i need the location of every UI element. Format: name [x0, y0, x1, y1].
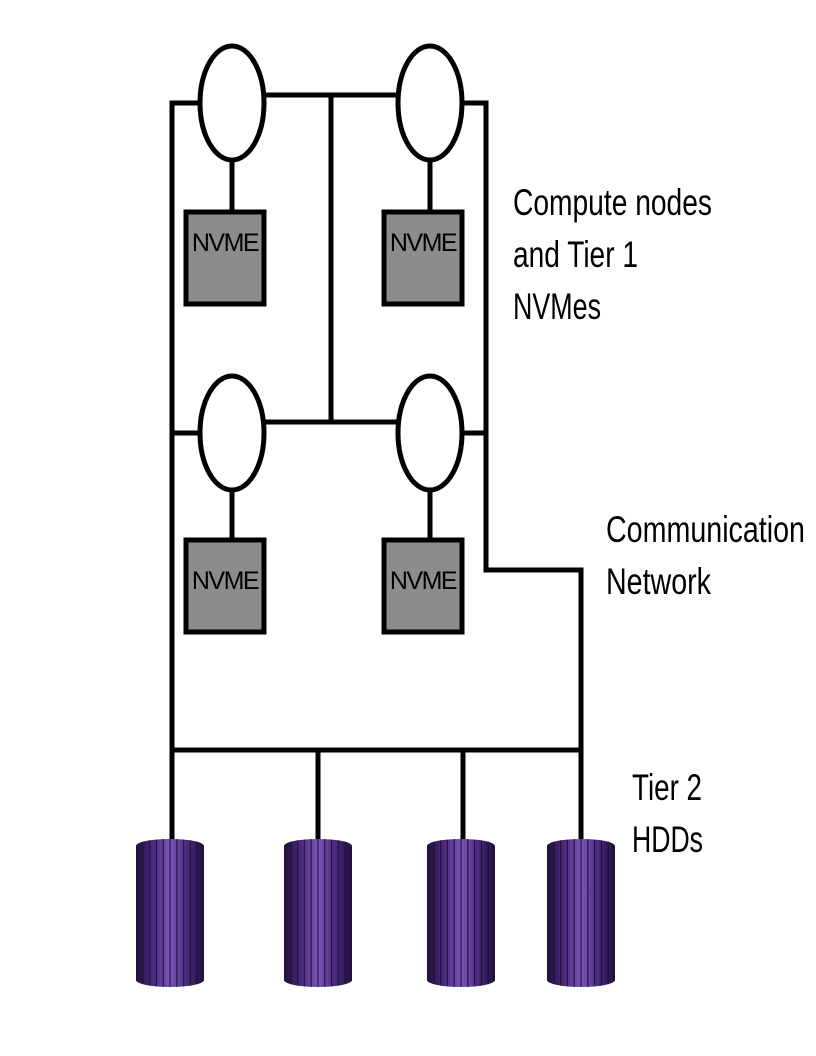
- caption-network-line-1: Communication: [606, 509, 805, 550]
- tier2-hdds: [136, 839, 615, 987]
- compute-nodes: [197, 43, 465, 493]
- hdd-1: [136, 839, 204, 987]
- compute-node-top-right: [395, 43, 465, 163]
- caption-network-line-2: Network: [606, 561, 711, 602]
- nvme-box-3: [183, 537, 267, 635]
- nvme-box-4: [381, 537, 465, 635]
- tier1-nvmes: NVME NVME NVME NVME: [183, 209, 465, 635]
- caption-compute-line-1: Compute nodes: [513, 182, 712, 223]
- caption-tier2-line-2: HDDs: [632, 819, 703, 860]
- compute-node-bottom-left: [197, 373, 267, 493]
- network-link-top-left: [169, 100, 203, 436]
- caption-compute: Compute nodes and Tier 1 NVMes: [513, 182, 712, 327]
- communication-network: [169, 92, 584, 851]
- nvme-label-3: NVME: [192, 567, 259, 595]
- hdd-3: [427, 839, 495, 987]
- caption-compute-line-2: and Tier 1: [513, 234, 638, 275]
- nvme-label-1: NVME: [192, 229, 259, 257]
- caption-tier2: Tier 2 HDDs: [632, 767, 703, 860]
- compute-node-bottom-right: [395, 373, 465, 493]
- compute-node-top-left: [197, 43, 267, 163]
- nvme-box-1: [183, 209, 267, 307]
- nvme-box-2: [381, 209, 465, 307]
- network-link-right-down: [483, 430, 584, 753]
- caption-network: Communication Network: [606, 509, 805, 602]
- hdd-2: [284, 839, 352, 987]
- caption-tier2-line-1: Tier 2: [632, 767, 702, 808]
- nvme-label-4: NVME: [390, 567, 457, 595]
- network-link-top-right: [460, 100, 489, 436]
- hdd-4: [547, 839, 615, 987]
- nvme-label-2: NVME: [390, 229, 457, 257]
- caption-compute-line-3: NVMes: [513, 286, 601, 327]
